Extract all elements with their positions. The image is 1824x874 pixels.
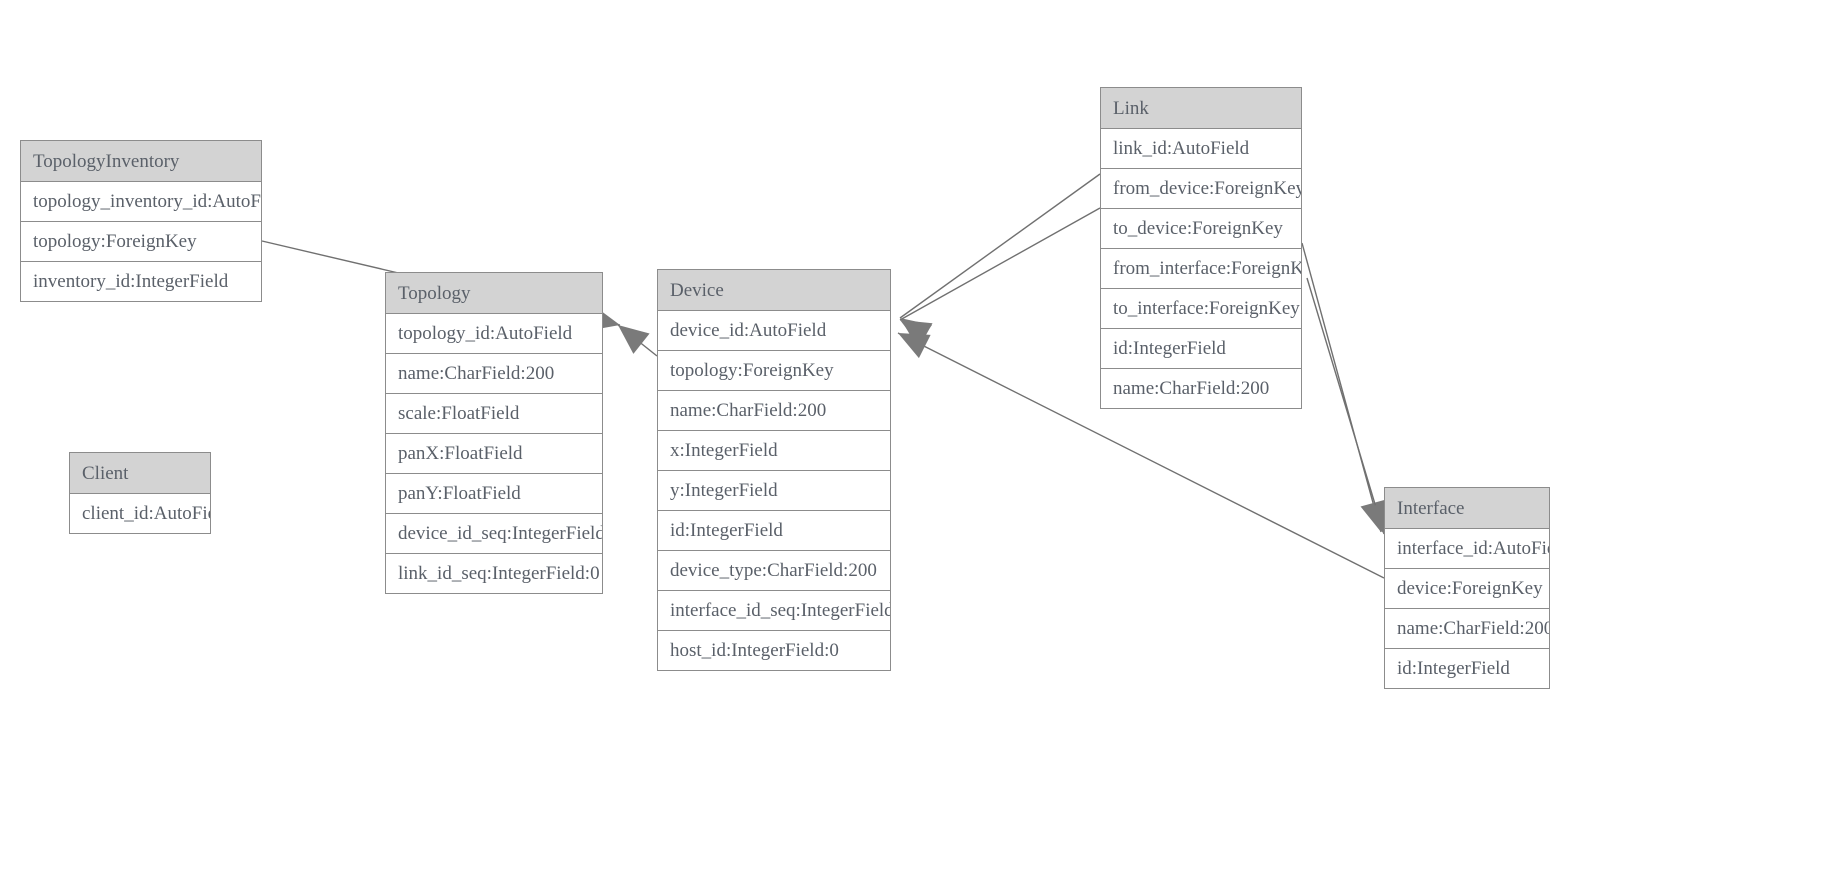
entity-title-link: Link — [1101, 88, 1301, 129]
relationship-link-to_device — [899, 207, 1101, 346]
entity-field: interface_id_seq:IntegerField:0 — [658, 591, 890, 631]
entity-title-interface: Interface — [1385, 488, 1549, 529]
entity-field: inventory_id:IntegerField — [21, 262, 261, 302]
entity-field: host_id:IntegerField:0 — [658, 631, 890, 671]
entity-field: device_type:CharField:200 — [658, 551, 890, 591]
entity-field: y:IntegerField — [658, 471, 890, 511]
entity-field: id:IntegerField — [1101, 329, 1301, 369]
entity-field: device:ForeignKey — [1385, 569, 1549, 609]
entity-field: id:IntegerField — [1385, 649, 1549, 689]
relationship-link-from_interface — [1301, 242, 1386, 533]
entity-title-topology_inventory: TopologyInventory — [21, 141, 261, 182]
entity-field: panX:FloatField — [386, 434, 602, 474]
entity-field: device_id:AutoField — [658, 311, 890, 351]
entity-field: client_id:AutoField — [70, 494, 210, 534]
relationship-device-topology — [617, 324, 658, 357]
entity-field: id:IntegerField — [658, 511, 890, 551]
entity-field: topology:ForeignKey — [21, 222, 261, 262]
entity-field: topology_id:AutoField — [386, 314, 602, 354]
entity-field: topology_inventory_id:AutoField — [21, 182, 261, 222]
entity-title-device: Device — [658, 270, 890, 311]
entity-field: to_interface:ForeignKey — [1101, 289, 1301, 329]
entity-title-topology: Topology — [386, 273, 602, 314]
entity-field: topology:ForeignKey — [658, 351, 890, 391]
entity-title-client: Client — [70, 453, 210, 494]
entity-box-interface[interactable]: Interfaceinterface_id:AutoFielddevice:Fo… — [1384, 487, 1550, 689]
entity-field: link_id:AutoField — [1101, 129, 1301, 169]
entity-field: name:CharField:200 — [1385, 609, 1549, 649]
entity-field: from_device:ForeignKey — [1101, 169, 1301, 209]
entity-field: name:CharField:200 — [386, 354, 602, 394]
entity-field: to_device:ForeignKey — [1101, 209, 1301, 249]
entity-field: scale:FloatField — [386, 394, 602, 434]
arrowhead-icon — [898, 333, 931, 359]
entity-field: name:CharField:200 — [1101, 369, 1301, 409]
arrowhead-icon — [900, 318, 932, 347]
entity-field: from_interface:ForeignKey — [1101, 249, 1301, 289]
entity-field: interface_id:AutoField — [1385, 529, 1549, 569]
entity-field: device_id_seq:IntegerField:0 — [386, 514, 602, 554]
entity-field: link_id_seq:IntegerField:0 — [386, 554, 602, 594]
entity-field: panY:FloatField — [386, 474, 602, 514]
entity-field: x:IntegerField — [658, 431, 890, 471]
arrowhead-icon — [618, 325, 650, 354]
entity-field: name:CharField:200 — [658, 391, 890, 431]
arrowhead-icon — [900, 320, 933, 346]
relationship-link-from_device — [899, 173, 1101, 347]
